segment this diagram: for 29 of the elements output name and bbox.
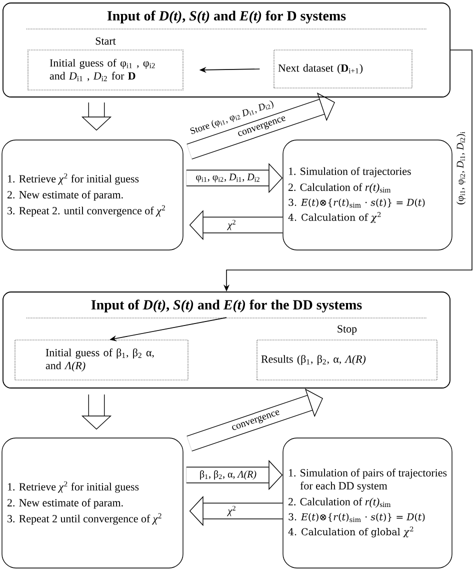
edge-label: χ$^{2}$ <box>226 504 238 518</box>
list-item: 3. E(t)⊗{r(t)$_{sim}$ · s(t)} = D(t) <box>288 198 425 208</box>
dashed-box: Results (β$_{1}$, β$_{2}$, α, Λ(R) <box>256 340 438 380</box>
list-item: 1. Simulation of trajectories <box>288 167 411 178</box>
list-item: 1. Retrieve χ$^{2}$ for initial guess <box>8 481 139 493</box>
dashed-box: Initial guess of φ$_{i1}$ , φ$_{i2}$ and D$_{i1}$ , D$_{i2}$ for D <box>28 50 184 90</box>
list-item: 2. Calculation of r(t)$_{sim}$ <box>288 183 391 194</box>
list-item: 4. Calculation of global χ$^{2}$ <box>288 526 414 538</box>
list-item: 2. Calculation of r(t)$_{sim}$ <box>288 498 391 508</box>
beside-label: Stop <box>338 325 357 335</box>
list-item: 3. E(t)⊗{r(t)$_{sim}$ · s(t)} = D(t) <box>288 513 425 522</box>
block-arrow <box>186 92 335 160</box>
process-box <box>282 140 452 250</box>
list-item: 4. Calculation of χ$^{2}$ <box>288 212 381 223</box>
process-box <box>282 438 452 568</box>
process-box <box>2 438 184 568</box>
list-item: 2. New estimate of param. <box>7 190 123 201</box>
list-item: 3. Repeat 2. until convergence of χ$^{2}$ <box>8 205 165 217</box>
dashed-box: Next dataset (D$_{i+1}$) <box>274 50 412 88</box>
block-arrow <box>186 388 323 452</box>
edge-label: φ$_{i1}$, φ$_{i2}$, D$_{i1}$, D$_{i2}$ <box>194 172 262 184</box>
beside-label: Start <box>96 37 116 45</box>
edge-label: (φ$_{i1}$, φ$_{i2}$, D$_{i1}$, D$_{i2}$)$_{i}$ <box>455 130 466 206</box>
list-item: 2. New estimate of param. <box>7 498 123 509</box>
process-box <box>2 140 184 250</box>
list-item: 1. Retrieve χ$^{2}$ for initial guess <box>8 173 139 185</box>
list-item: 3. Repeat 2 until convergence of χ$^{2}$ <box>8 513 162 525</box>
edge-label: χ$^{2}$ <box>226 218 238 232</box>
dashed-box: Initial guess of β$_{1}$, β$_{2}$ α, and Λ(R) <box>14 340 188 380</box>
